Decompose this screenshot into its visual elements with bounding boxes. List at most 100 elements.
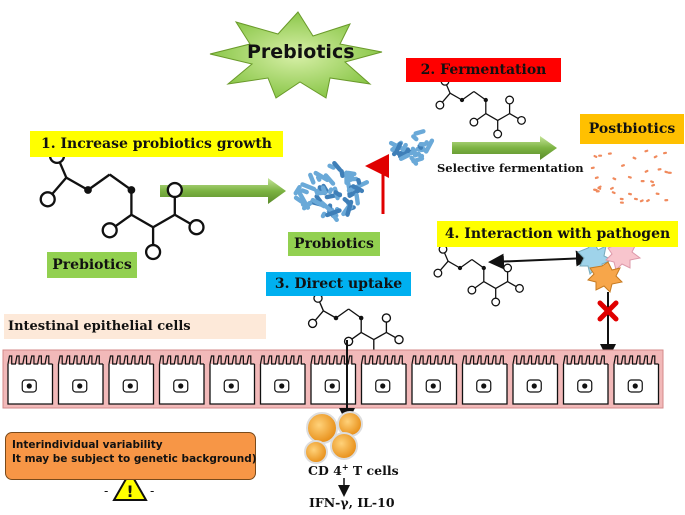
epithelial-cells	[7, 355, 660, 405]
postbiotic-dot	[593, 154, 598, 158]
fermentation-bacteria	[388, 129, 435, 166]
block-x-icon	[597, 300, 619, 322]
postbiotic-dot	[612, 177, 617, 181]
postbiotic-dot	[655, 192, 660, 196]
molecule-node	[381, 313, 392, 323]
epithelial-cell	[562, 355, 609, 405]
epithelial-cell	[209, 355, 256, 405]
postbiotic-dot	[653, 155, 658, 159]
molecule-node	[517, 115, 526, 125]
molecule-node	[493, 129, 503, 139]
molecule-atom	[358, 315, 364, 321]
bacterium	[346, 173, 355, 180]
bacterium	[332, 160, 343, 172]
cytokines-label: IFN-γ, IL-10	[309, 495, 395, 510]
postbiotic-dot	[627, 175, 632, 179]
molecule-bond	[87, 173, 111, 191]
molecule-bond	[459, 258, 473, 269]
molecule-atom	[127, 186, 136, 194]
postbiotic-dot	[621, 164, 625, 167]
bacterium	[400, 142, 408, 153]
postbiotic-dot	[619, 201, 624, 204]
tcells-text: CD 4	[308, 463, 342, 479]
molecule-bond	[497, 113, 510, 121]
molecule-node	[144, 243, 162, 261]
postbiotic-dot	[646, 199, 650, 203]
fermentation-arrow	[452, 136, 557, 160]
bacterium	[418, 153, 425, 159]
bacterium	[300, 182, 317, 192]
epithelial-cell	[512, 355, 559, 405]
title: Prebiotics	[247, 41, 355, 63]
epithelial-cell	[411, 355, 458, 405]
growth-arrow	[160, 178, 286, 204]
tcells-superscript: +	[341, 462, 349, 472]
molecule-atom	[333, 315, 339, 321]
bacterium	[423, 138, 435, 154]
variability-note: Interindividual variability It may be su…	[5, 432, 257, 480]
postbiotic-dot	[597, 185, 602, 189]
molecule-bond	[373, 331, 387, 341]
step-1-label: 1. Increase probiotics growth	[30, 131, 283, 157]
postbiotics-dots	[590, 149, 672, 204]
molecule-node	[505, 95, 515, 105]
molecule-node	[435, 100, 445, 110]
bacterium	[323, 173, 336, 186]
bacterium	[293, 184, 302, 196]
tcells-label: CD 4+ T cells	[308, 463, 399, 478]
postbiotic-dot	[644, 149, 649, 153]
postbiotic-dot	[611, 191, 616, 195]
epithelial-cell	[360, 355, 407, 405]
bacterium	[308, 172, 316, 185]
molecule-bond	[348, 308, 362, 319]
epithelial-cell	[7, 355, 54, 405]
bacterium	[333, 190, 343, 198]
epithelial-label: Intestinal epithelial cells	[4, 314, 266, 339]
molecule-node	[188, 219, 205, 236]
probiotics-bacteria	[293, 160, 370, 223]
bacterium	[310, 197, 327, 209]
prebiotics-label: Prebiotics	[47, 252, 137, 278]
probiotics-label: Probiotics	[288, 232, 380, 256]
molecule-node	[469, 117, 479, 127]
molecule-node	[39, 191, 56, 208]
t-cells	[304, 411, 363, 464]
warning-icon: !	[112, 469, 148, 501]
molecule-node	[394, 334, 404, 345]
selective-fermentation-label: Selective fermentation	[437, 161, 584, 175]
variability-line-1: Interindividual variability	[12, 439, 163, 451]
postbiotic-dot	[640, 180, 645, 183]
molecule-bond	[152, 213, 176, 229]
molecule-bond	[461, 90, 475, 101]
epithelial-cell	[310, 355, 357, 405]
molecule-bond	[473, 90, 487, 101]
epithelial-cell	[613, 355, 660, 405]
prebiotic-molecule-pathogen	[433, 244, 524, 307]
postbiotic-dot	[657, 168, 662, 171]
postbiotic-dot	[639, 199, 644, 203]
molecule-atom	[481, 265, 486, 271]
epithelial-cell	[108, 355, 155, 405]
molecule-bond	[485, 113, 499, 121]
bacterium	[320, 211, 327, 219]
bacterium	[320, 185, 327, 194]
step-3-label: 3. Direct uptake	[266, 272, 411, 296]
postbiotic-dot	[644, 169, 649, 173]
prebiotic-molecule-large	[39, 147, 205, 261]
postbiotic-dot	[607, 152, 612, 155]
bacterium	[296, 189, 308, 206]
postbiotic-dot	[650, 180, 655, 184]
molecule-bond	[360, 331, 375, 341]
postbiotic-dot	[632, 156, 637, 160]
bacterium	[313, 170, 330, 183]
pathogen-double-arrow	[488, 250, 592, 270]
bacterium	[345, 199, 354, 217]
molecule-node	[343, 336, 354, 347]
postbiotic-dot	[664, 199, 669, 202]
postbiotic-dot	[610, 186, 614, 190]
molecule-bond	[130, 213, 154, 229]
bacterium	[410, 146, 418, 155]
bacterium	[327, 163, 336, 170]
molecule-bond	[449, 92, 463, 101]
variability-line-2: It may be subject to genetic background)	[12, 453, 257, 466]
